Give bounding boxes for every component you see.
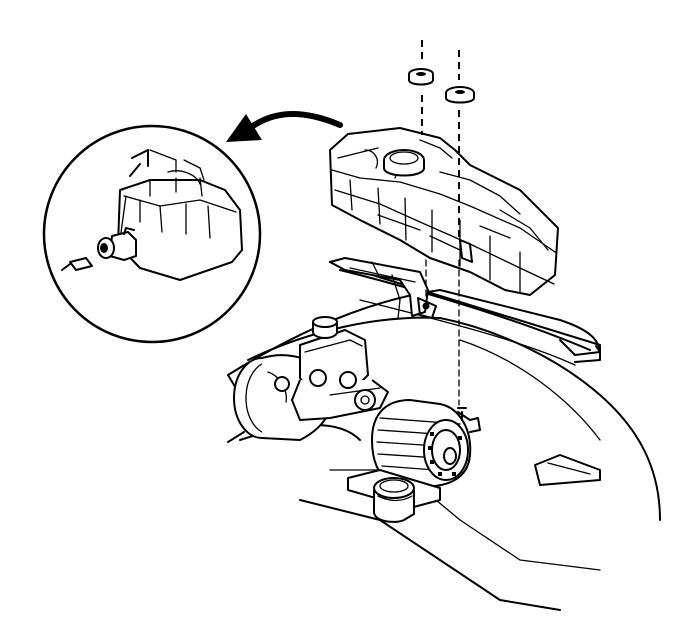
master-cylinder [291,316,389,421]
reservoir-cap [383,149,425,177]
detail-view-circle [42,124,262,344]
mounting-washer [445,86,475,104]
accumulator [347,469,441,523]
mounting-nut [408,68,434,86]
callout-arrow [226,111,343,142]
mounting-centerlines [421,40,460,406]
cowl-panel [227,261,661,611]
abs-pump [371,399,481,488]
mounting-bracket [329,257,437,319]
